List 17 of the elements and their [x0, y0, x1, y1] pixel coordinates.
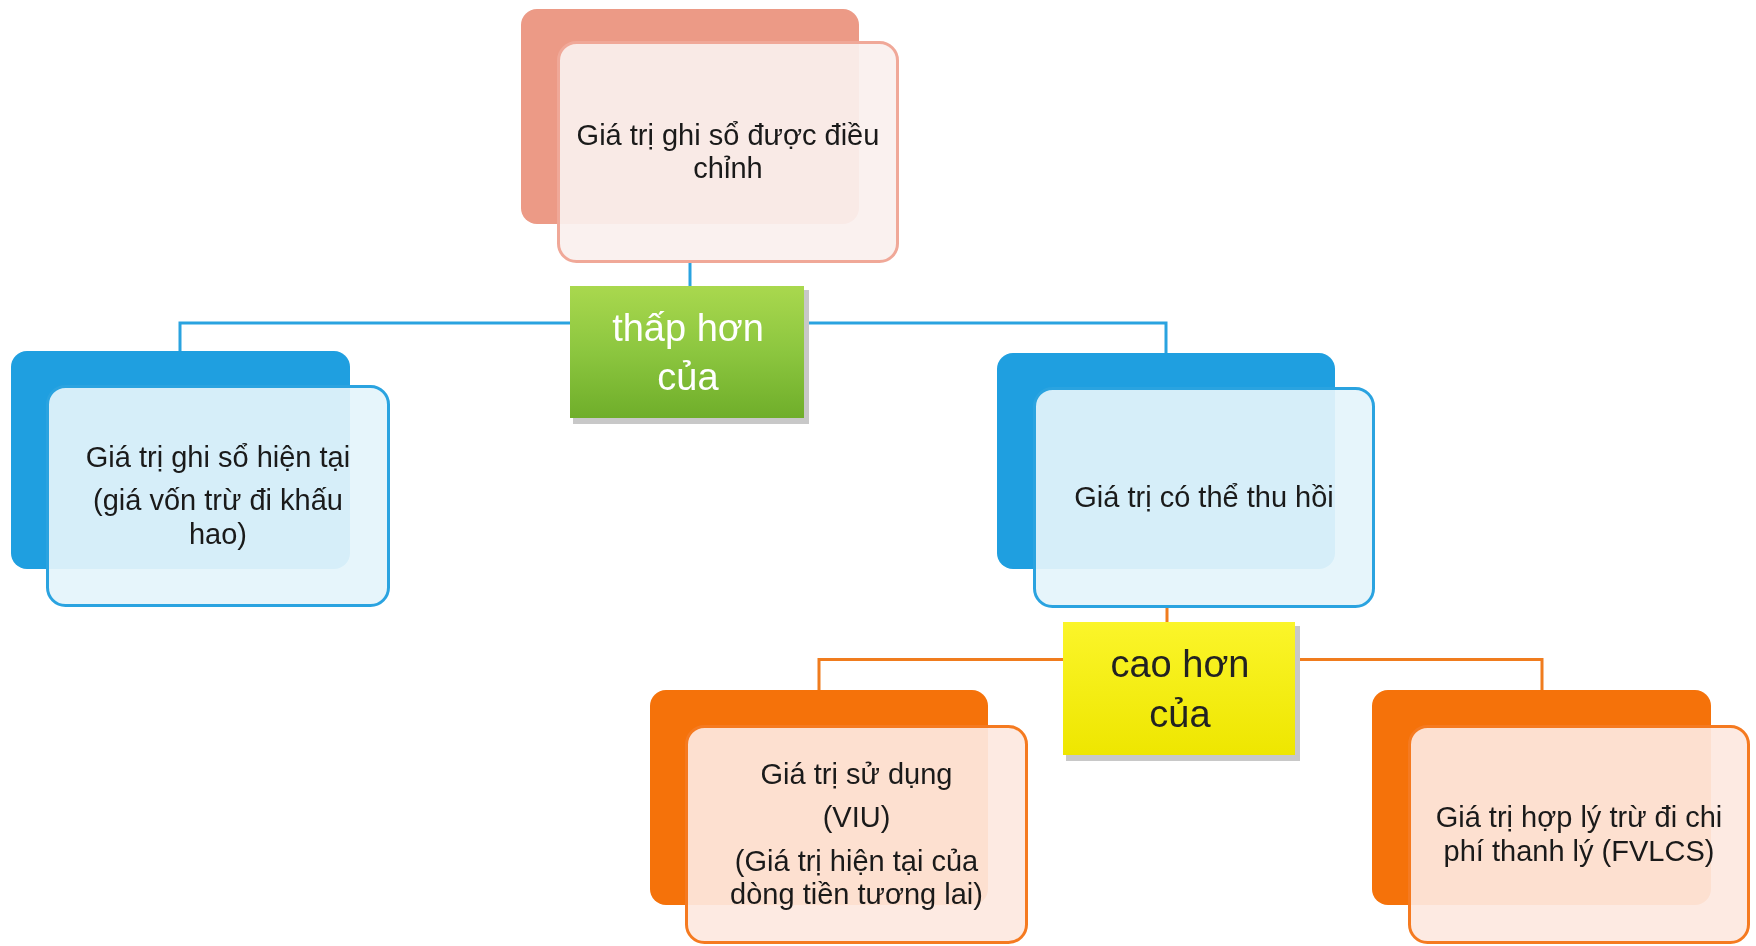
value-text: Giá trị có thể thu hồi [1074, 480, 1334, 515]
value-text: Giá trị sử dụng [760, 757, 953, 792]
value-card [997, 353, 1375, 608]
value-card [650, 690, 1028, 944]
value-card [521, 9, 899, 263]
connector-line [178, 321, 570, 351]
value-card [1372, 690, 1750, 944]
connector-line [688, 263, 692, 286]
value-text: (VIU) [822, 801, 891, 835]
connector-line [1165, 608, 1169, 622]
connector-line [817, 658, 1063, 690]
value-text: Giá trị ghi sổ được điều chỉnh [575, 118, 881, 186]
value-text: (Giá trị hiện tại của dòng tiền tương lai) [729, 844, 984, 912]
value-text: (giá vốn trừ đi khấu hao) [92, 484, 344, 551]
value-card [11, 351, 390, 607]
value-text: Giá trị ghi sổ hiện tại [85, 441, 351, 475]
value-text: Giá trị hợp lý trừ đi chi phí thanh lý (FVLCS) [1434, 801, 1724, 868]
